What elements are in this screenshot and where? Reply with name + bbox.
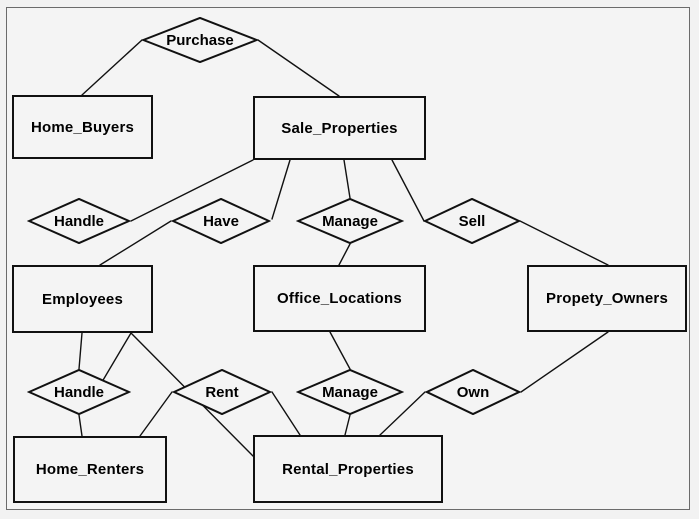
connection-line bbox=[139, 391, 173, 437]
entity-label: Sale_Properties bbox=[281, 119, 398, 137]
relationship-have[interactable]: Have bbox=[171, 198, 271, 244]
relationship-sell[interactable]: Sell bbox=[423, 198, 521, 244]
diagram-frame bbox=[6, 7, 690, 510]
connection-line bbox=[99, 220, 172, 266]
diamond-shape bbox=[425, 369, 521, 415]
relationship-label: Have bbox=[203, 212, 239, 230]
entity-home-renters[interactable]: Home_Renters bbox=[13, 436, 167, 503]
relationship-handle-top[interactable]: Handle bbox=[27, 198, 131, 244]
relationship-label: Rent bbox=[205, 383, 239, 401]
diamond-shape bbox=[172, 369, 272, 415]
entity-label: Home_Buyers bbox=[30, 118, 135, 136]
relationship-manage-top[interactable]: Manage bbox=[296, 198, 404, 244]
relationship-own[interactable]: Own bbox=[425, 369, 521, 415]
connection-line bbox=[130, 159, 254, 222]
connection-line bbox=[344, 414, 351, 436]
relationship-label: Handle bbox=[53, 383, 104, 401]
entity-office-locations[interactable]: Office_Locations bbox=[253, 265, 426, 332]
diamond-shape bbox=[296, 369, 404, 415]
relationship-label: Handle bbox=[53, 212, 104, 230]
relationship-label: Manage bbox=[322, 383, 378, 401]
connection-line bbox=[257, 39, 340, 97]
relationship-label: Purchase bbox=[166, 31, 234, 49]
entity-employees[interactable]: Employees bbox=[12, 265, 153, 333]
entity-label: Home_Renters bbox=[35, 461, 145, 478]
diamond-shape bbox=[27, 198, 131, 244]
relationship-label: Sell bbox=[458, 212, 486, 230]
relationship-label: Manage bbox=[322, 212, 378, 230]
connection-line bbox=[343, 159, 351, 199]
connection-line bbox=[78, 332, 83, 370]
diamond-shape bbox=[171, 198, 271, 244]
connection-line bbox=[271, 159, 291, 220]
diamond-shape bbox=[296, 198, 404, 244]
entity-propety-owners[interactable]: Propety_Owners bbox=[527, 265, 687, 332]
diamond-shape bbox=[423, 198, 521, 244]
connection-line bbox=[271, 391, 301, 436]
entity-sale-properties[interactable]: Sale_Properties bbox=[253, 96, 426, 160]
entity-rental-properties[interactable]: Rental_Properties bbox=[253, 435, 443, 503]
diamond-shape bbox=[27, 369, 131, 415]
connection-line bbox=[520, 331, 609, 393]
connection-line bbox=[519, 220, 609, 266]
diamond-shape bbox=[141, 17, 259, 63]
connection-line bbox=[338, 243, 351, 266]
relationship-purchase[interactable]: Purchase bbox=[141, 17, 259, 63]
entity-label: Propety_Owners bbox=[545, 290, 668, 307]
connection-line bbox=[391, 159, 425, 222]
entity-label: Rental_Properties bbox=[282, 460, 414, 478]
relationship-manage-bottom[interactable]: Manage bbox=[296, 369, 404, 415]
entity-label: Employees bbox=[41, 290, 123, 308]
connection-line bbox=[329, 331, 351, 370]
entity-label: Office_Locations bbox=[277, 290, 402, 307]
connection-line bbox=[78, 414, 83, 437]
connection-line bbox=[379, 391, 426, 436]
relationship-handle-bottom[interactable]: Handle bbox=[27, 369, 131, 415]
entity-home-buyers[interactable]: Home_Buyers bbox=[12, 95, 153, 159]
connection-line bbox=[81, 39, 143, 96]
relationship-label: Own bbox=[456, 383, 490, 401]
relationship-rent[interactable]: Rent bbox=[172, 369, 272, 415]
